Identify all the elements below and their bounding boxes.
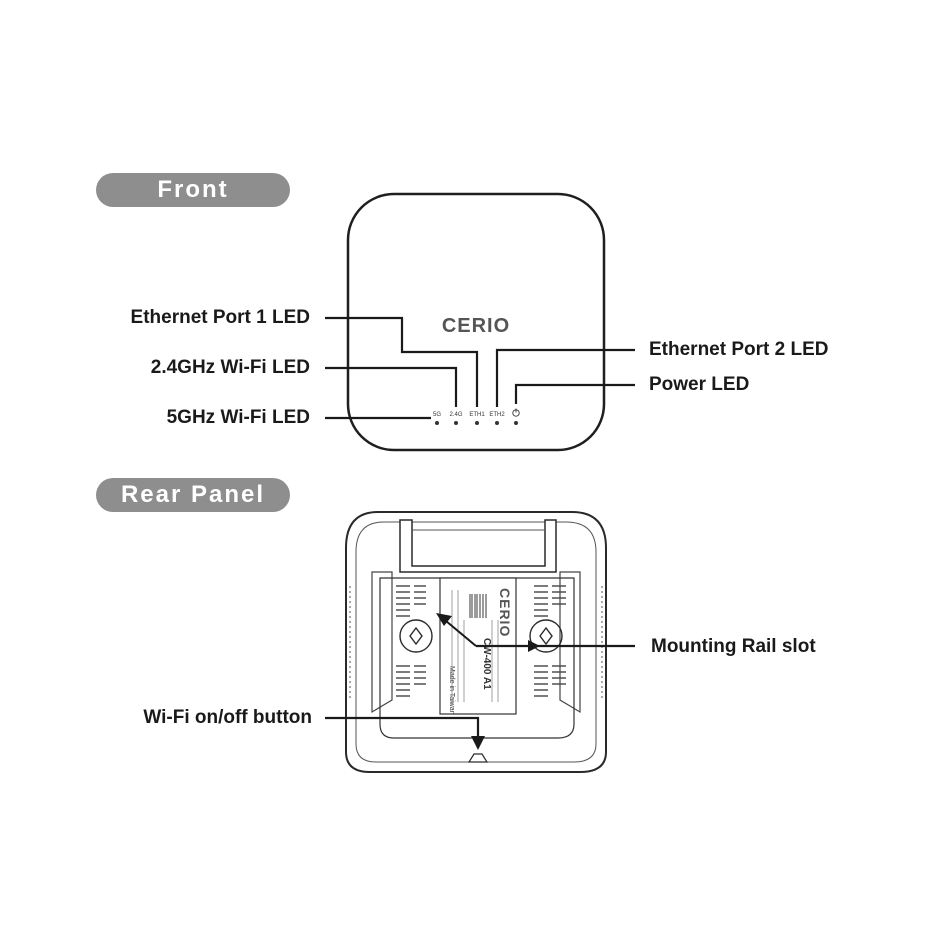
callout-ethernet-port-1-led: Ethernet Port 1 LED bbox=[130, 307, 310, 328]
arrow-rail-right-head bbox=[528, 640, 540, 652]
callout-wifi-onoff-button: Wi-Fi on/off button bbox=[143, 707, 312, 728]
led-eth1-dot bbox=[475, 421, 479, 425]
leader-eth2 bbox=[495, 348, 635, 407]
led-24g-dot bbox=[454, 421, 458, 425]
front-device-view: CERIO 5G 2.4G ETH1 ETH2 bbox=[325, 192, 635, 452]
front-logo: CERIO bbox=[442, 315, 510, 337]
rear-panel-section-label: Rear Panel bbox=[96, 478, 290, 512]
wifi-button-icon bbox=[467, 753, 489, 763]
led-eth2-dot bbox=[495, 421, 499, 425]
callout-mounting-rail-slot: Mounting Rail slot bbox=[651, 636, 816, 657]
front-section-label: Front bbox=[96, 173, 290, 207]
leader-eth1 bbox=[325, 316, 479, 407]
mounting-keyhole-left bbox=[399, 619, 433, 653]
arrow-rail-left-line bbox=[445, 620, 477, 647]
leader-power bbox=[514, 383, 635, 404]
callout-24ghz-wifi-led: 2.4GHz Wi-Fi LED bbox=[150, 357, 310, 378]
leader-wifi-button bbox=[325, 716, 480, 738]
mounting-keyhole-right bbox=[529, 619, 563, 653]
arrow-rail-left-head bbox=[436, 613, 452, 626]
rear-label-made-in: Made in Taiwan bbox=[448, 666, 455, 715]
led-label-eth2: ETH2 bbox=[489, 412, 505, 418]
callout-power-led: Power LED bbox=[649, 374, 750, 395]
led-power-dot bbox=[514, 421, 518, 425]
callout-ethernet-port-2-led: Ethernet Port 2 LED bbox=[649, 339, 829, 360]
callout-5ghz-wifi-led: 5GHz Wi-Fi LED bbox=[166, 407, 310, 428]
led-label-eth1: ETH1 bbox=[469, 412, 485, 418]
rear-label-model: CW-400 A1 bbox=[481, 638, 492, 690]
led-5g-dot bbox=[435, 421, 439, 425]
rear-label-logo: CERIO bbox=[497, 588, 513, 637]
leader-wifi24 bbox=[325, 366, 458, 407]
rear-device-view: CERIO CW-400 A1 Made in Taiwan bbox=[325, 511, 635, 773]
mounting-bracket bbox=[399, 519, 557, 573]
led-label-24g: 2.4G bbox=[449, 412, 462, 418]
arrow-wifi-button-head bbox=[471, 736, 485, 750]
power-symbol-icon bbox=[512, 408, 520, 417]
led-label-5g: 5G bbox=[433, 412, 441, 418]
